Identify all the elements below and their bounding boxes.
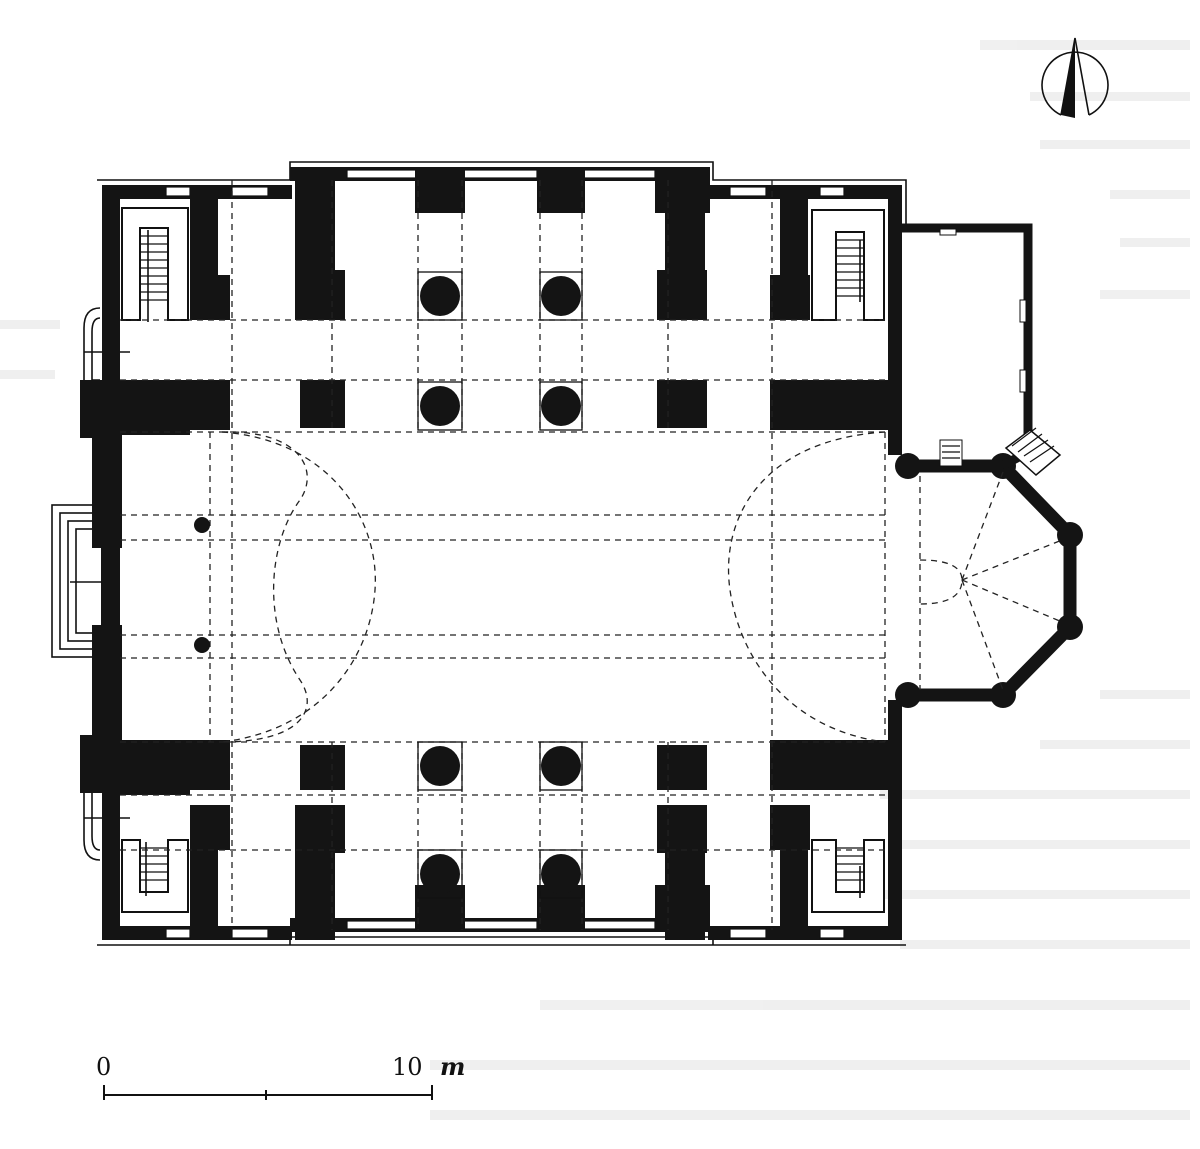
stair-southeast [811,839,885,913]
north-arrow-icon [1041,37,1109,118]
stair-northwest [121,207,189,322]
apse [895,453,1083,708]
stair-southwest [121,839,189,913]
stair-northeast [811,209,885,321]
interior-piers [120,168,888,940]
columns [194,271,583,899]
scale-end-label: 10 [392,1053,423,1081]
scale-unit-label: m [440,1052,465,1081]
scale-bar: 0 10 m [96,1052,465,1100]
scale-start-label: 0 [96,1053,111,1081]
east-annex [902,223,1062,476]
show-through-background [0,40,1190,1120]
window-openings [165,169,845,939]
